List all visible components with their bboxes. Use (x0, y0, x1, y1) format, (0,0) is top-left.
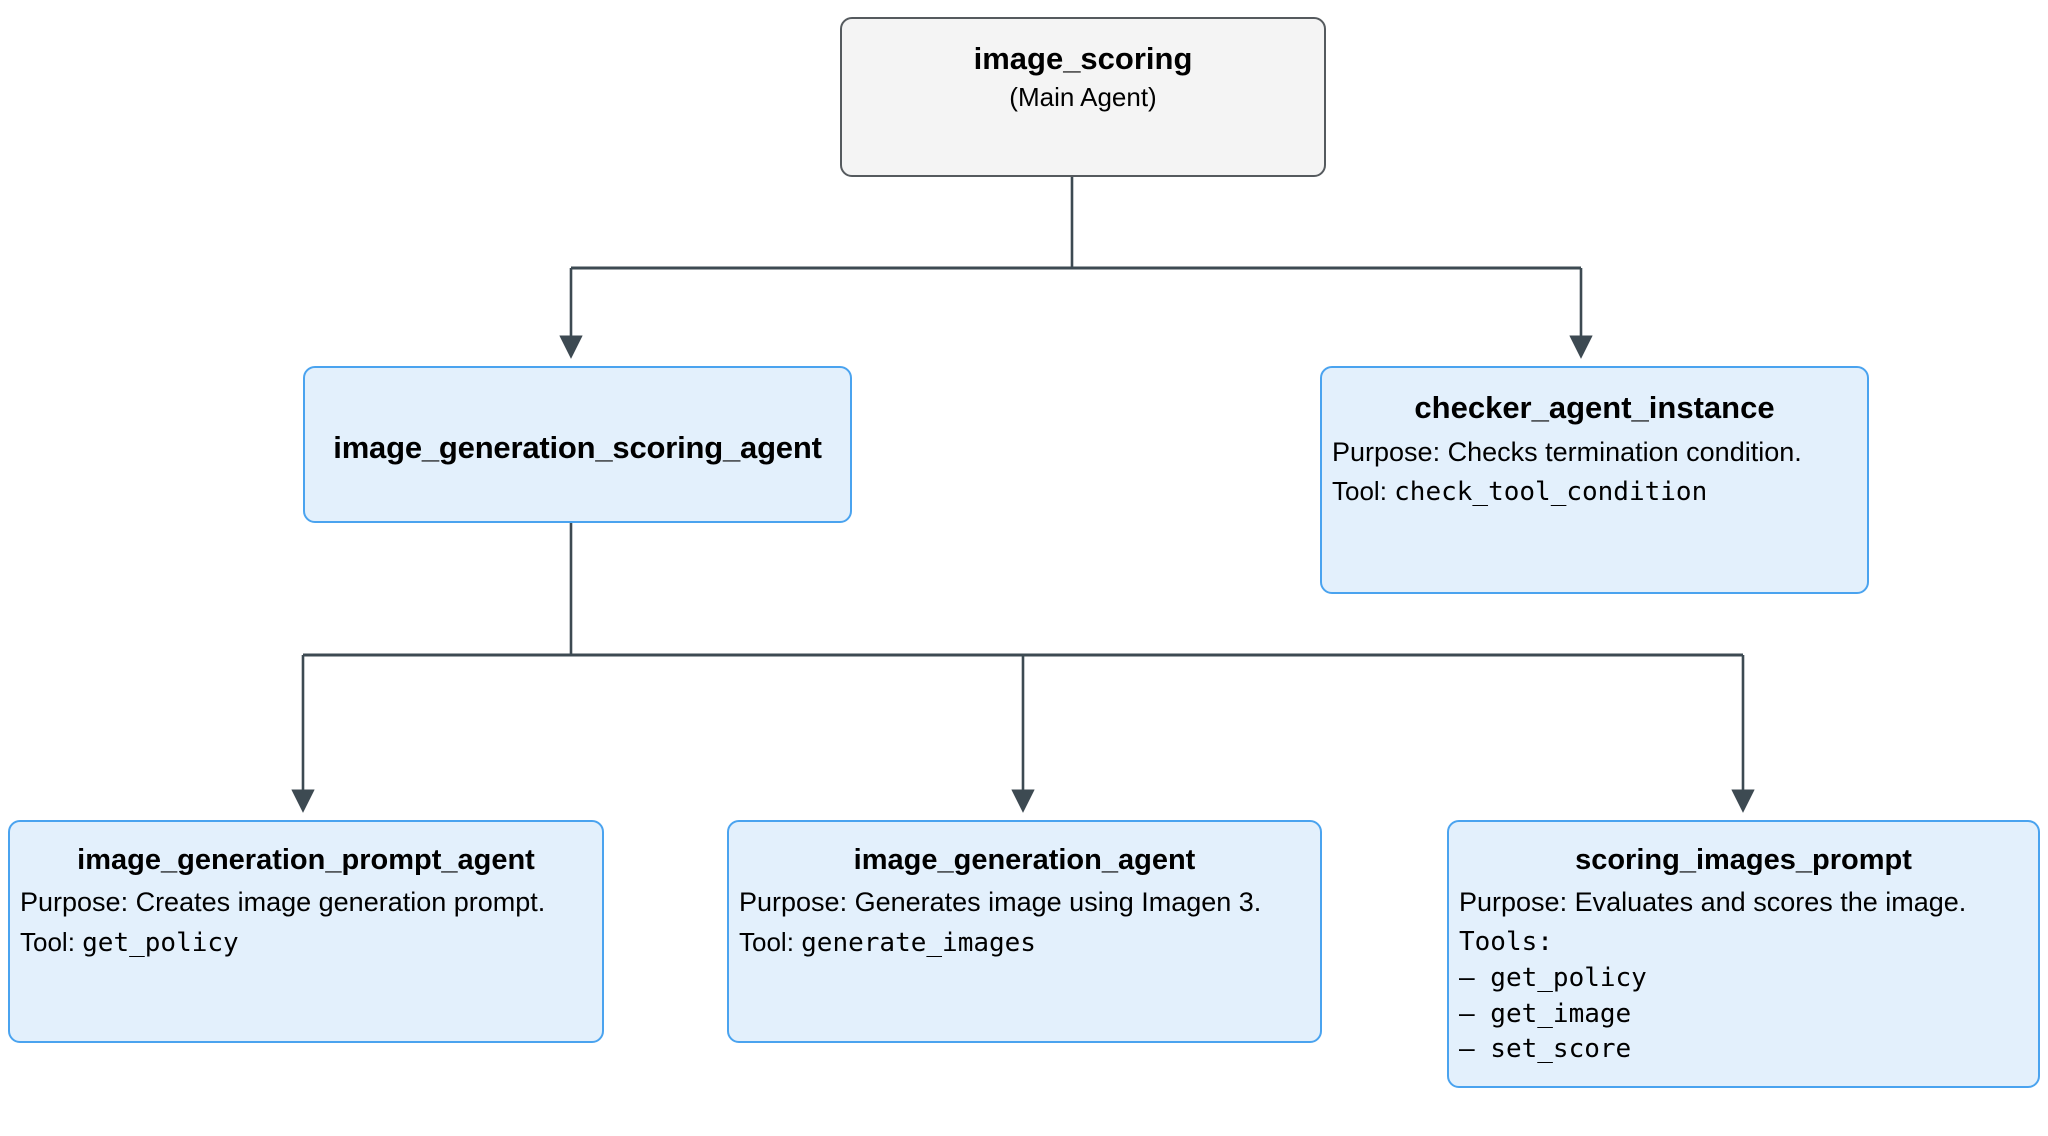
tool-name: check_tool_condition (1394, 477, 1708, 508)
node-tool-line: Tool: check_tool_condition (1332, 475, 1867, 510)
node-image-scoring[interactable]: image_scoring (Main Agent) (840, 17, 1326, 177)
node-tool-line: Tool: generate_images (739, 926, 1320, 961)
tool-list-item: – get_image (1459, 998, 1632, 1029)
node-title: image_generation_scoring_agent (333, 430, 822, 465)
tool-name: get_policy (82, 928, 239, 959)
tool-label: Tool: (1332, 476, 1395, 507)
tools-list: – get_policy – get_image – set_score (1449, 962, 2038, 1067)
node-checker-agent-instance[interactable]: checker_agent_instance Purpose: Checks t… (1320, 366, 1869, 594)
node-title: image_generation_agent (853, 844, 1196, 876)
node-image-generation-scoring-agent[interactable]: image_generation_scoring_agent (303, 366, 852, 523)
tool-label: Tool: (739, 927, 802, 958)
node-title: image_scoring (973, 41, 1193, 76)
node-title: image_generation_prompt_agent (77, 844, 535, 876)
tool-list-item: – get_policy (1459, 962, 1647, 993)
tool-name: generate_images (801, 928, 1036, 959)
tool-list-item: – set_score (1459, 1034, 1632, 1065)
node-purpose: Purpose: Creates image generation prompt… (20, 887, 546, 918)
node-scoring-images-prompt[interactable]: scoring_images_prompt Purpose: Evaluates… (1447, 820, 2040, 1088)
node-tool-line: Tool: get_policy (20, 926, 602, 961)
node-title: checker_agent_instance (1414, 390, 1775, 425)
node-image-generation-prompt-agent[interactable]: image_generation_prompt_agent Purpose: C… (8, 820, 604, 1043)
node-title: scoring_images_prompt (1575, 844, 1912, 876)
tool-label: Tool: (20, 927, 83, 958)
node-purpose: Purpose: Evaluates and scores the image. (1459, 887, 1967, 918)
node-subtitle: (Main Agent) (1009, 81, 1157, 112)
tools-label: Tools: (1459, 927, 1553, 958)
node-purpose: Purpose: Generates image using Imagen 3. (739, 887, 1262, 918)
node-purpose: Purpose: Checks termination condition. (1332, 436, 1802, 467)
node-image-generation-agent[interactable]: image_generation_agent Purpose: Generate… (727, 820, 1322, 1043)
